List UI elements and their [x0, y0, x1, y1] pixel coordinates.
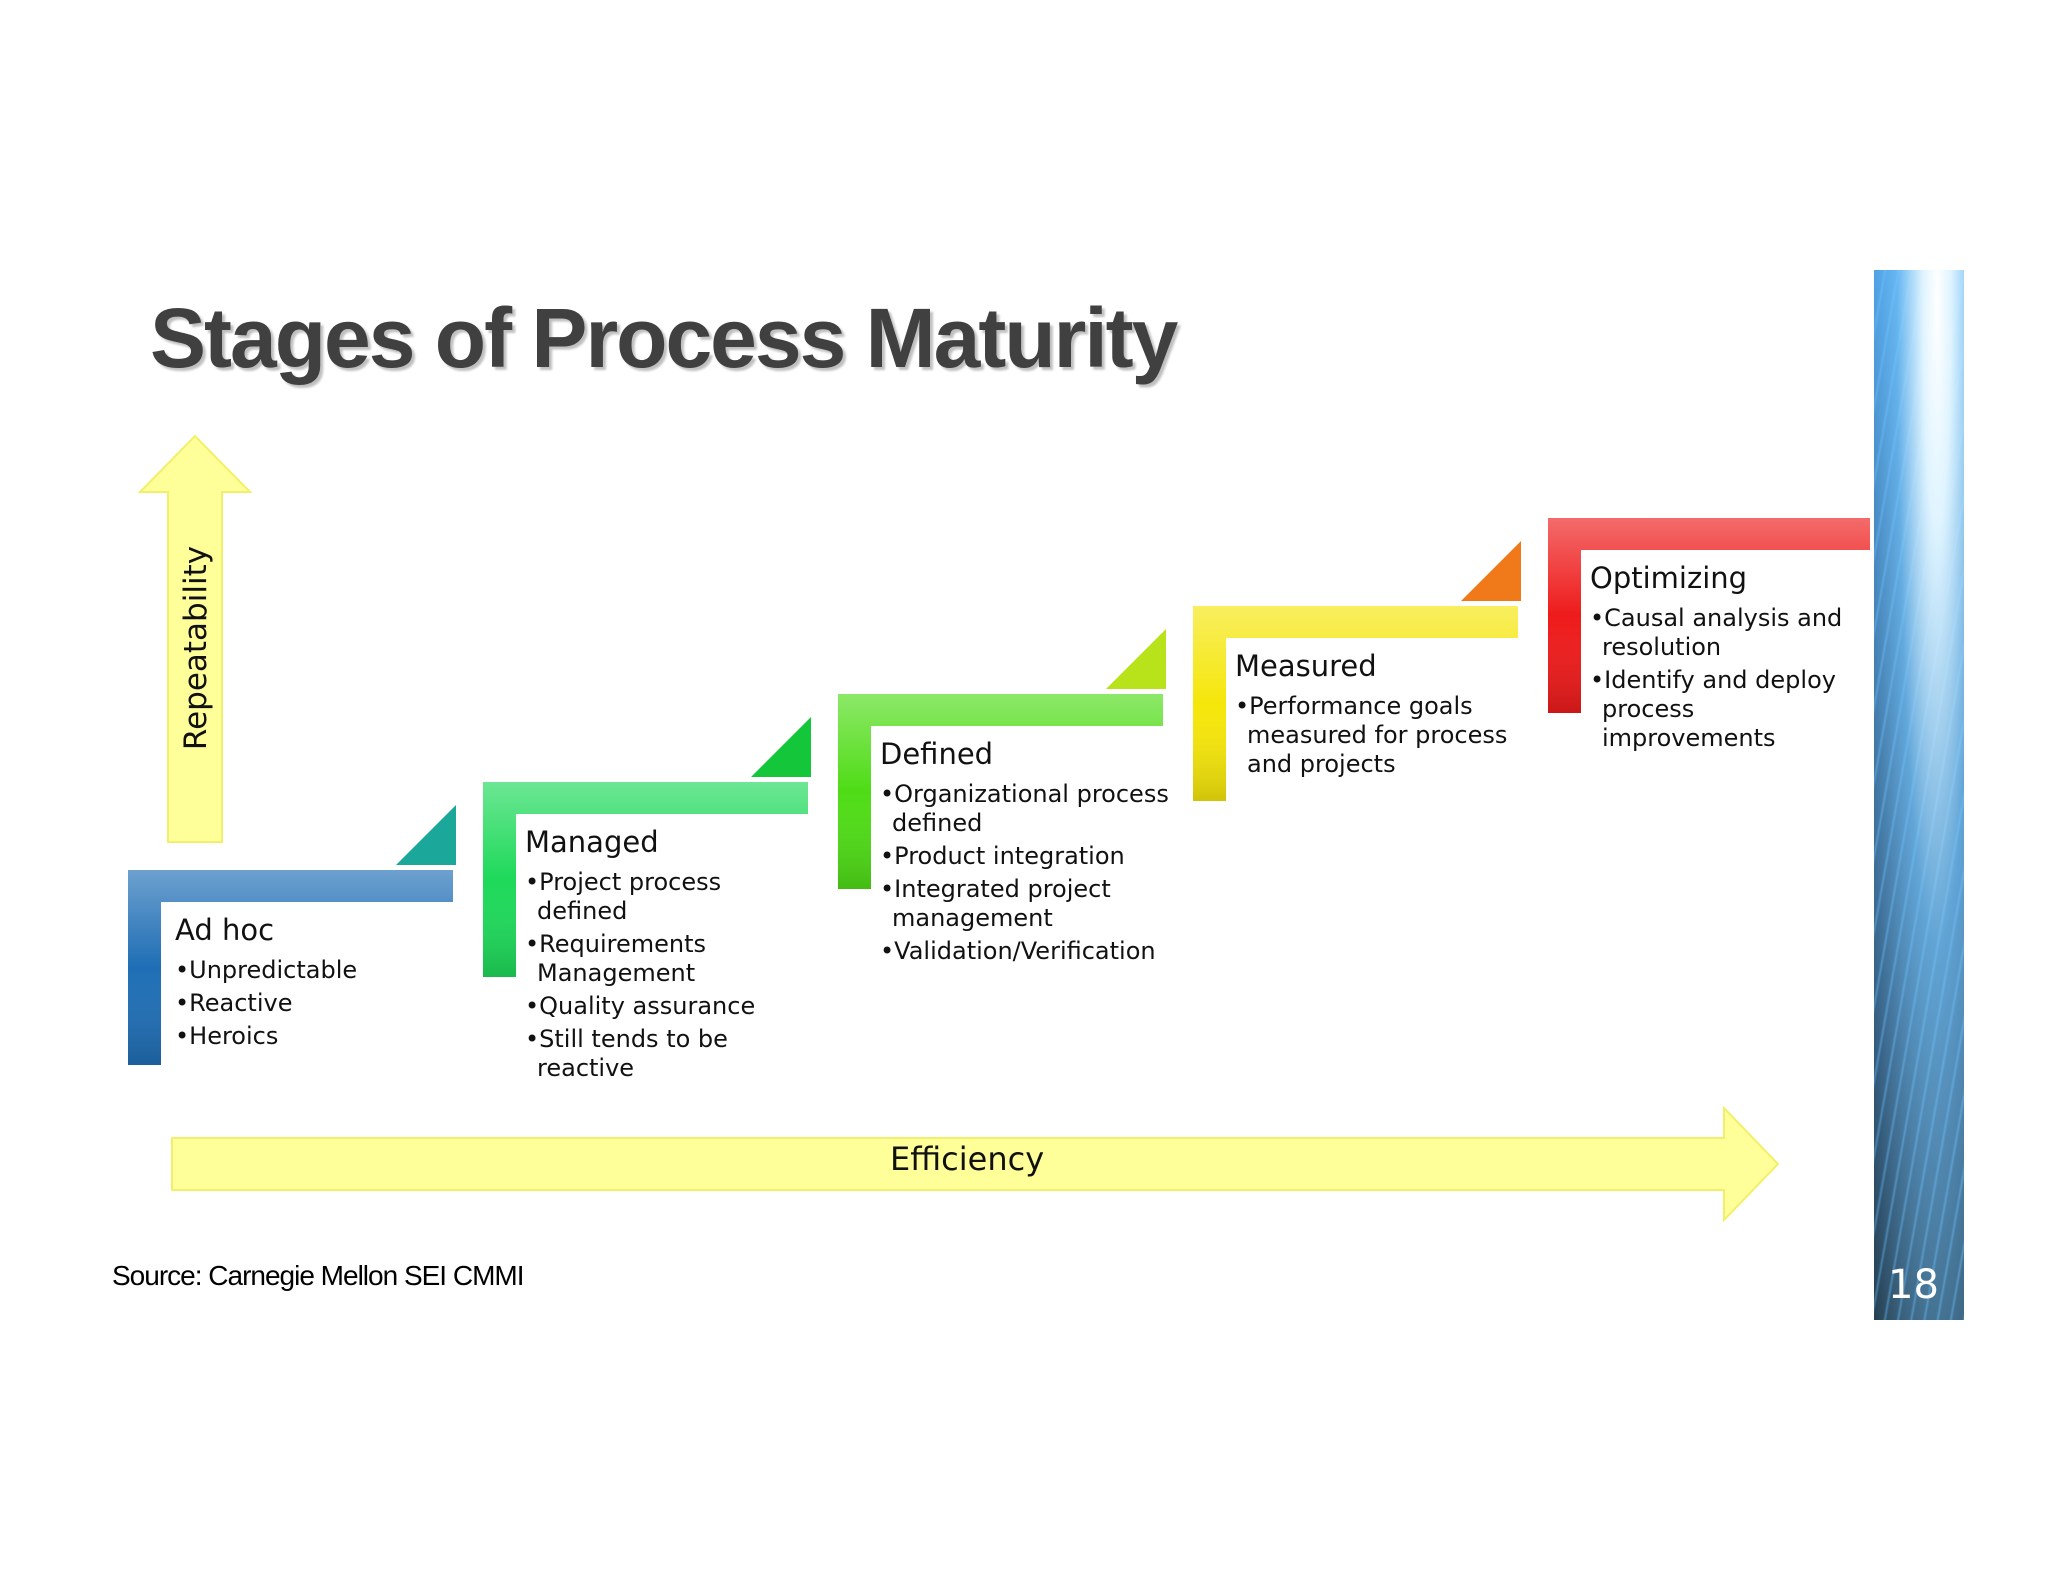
stage-optimizing: Optimizing Causal analysis and resolutio…	[1590, 560, 1875, 757]
stage-bullet: Product integration	[880, 842, 1180, 871]
efficiency-axis-label: Efficiency	[890, 1140, 1045, 1178]
stage-title: Defined	[880, 737, 994, 771]
stage-connector-triangle	[751, 717, 811, 777]
stage-bullet: Project process defined	[525, 868, 785, 926]
slide-title: Stages of Process Maturity	[150, 291, 1178, 385]
stage-title: Optimizing	[1590, 561, 1748, 595]
stage-managed: Managed Project process defined Requirem…	[525, 824, 785, 1087]
stage-bullet: Validation/Verification	[880, 937, 1180, 966]
stage-step-gloss	[128, 870, 453, 1065]
source-citation: Source: Carnegie Mellon SEI CMMI	[112, 1260, 525, 1291]
stage-bullet: Performance goals measured for process a…	[1235, 692, 1525, 779]
stage-step-gloss	[838, 694, 1163, 889]
decorative-side-panel	[1874, 270, 1964, 1320]
stage-bullet: Still tends to be reactive	[525, 1025, 785, 1083]
stage-bullet: Integrated project management	[880, 875, 1180, 933]
stage-step-gloss	[483, 782, 808, 977]
stage-bullet: Unpredictable	[175, 956, 475, 985]
stage-title: Ad hoc	[175, 913, 275, 947]
stage-bullet: Identify and deploy process improvements	[1590, 666, 1875, 753]
stage-defined: Defined Organizational process defined P…	[880, 736, 1180, 970]
stage-connector-triangle	[1461, 541, 1521, 601]
stage-connector-triangle	[396, 805, 456, 865]
stage-ad-hoc: Ad hoc Unpredictable Reactive Heroics	[175, 912, 475, 1055]
stage-bullet: Requirements Management	[525, 930, 785, 988]
stage-step-gloss	[1193, 606, 1518, 801]
stage-bullet: Organizational process defined	[880, 780, 1180, 838]
stage-step-gloss	[1548, 518, 1870, 713]
page-number: 18	[1888, 1262, 1939, 1308]
stage-bullet: Heroics	[175, 1022, 475, 1051]
efficiency-arrow	[171, 1105, 1780, 1223]
stage-title: Managed	[525, 825, 659, 859]
stage-measured: Measured Performance goals measured for …	[1235, 648, 1525, 783]
stage-bullet: Reactive	[175, 989, 475, 1018]
repeatability-arrow	[137, 434, 253, 843]
stage-connector-triangle	[1106, 629, 1166, 689]
stage-title: Measured	[1235, 649, 1377, 683]
stage-bullet: Quality assurance	[525, 992, 785, 1021]
repeatability-axis-label: Repeatability	[178, 545, 214, 751]
stage-bullet: Causal analysis and resolution	[1590, 604, 1875, 662]
